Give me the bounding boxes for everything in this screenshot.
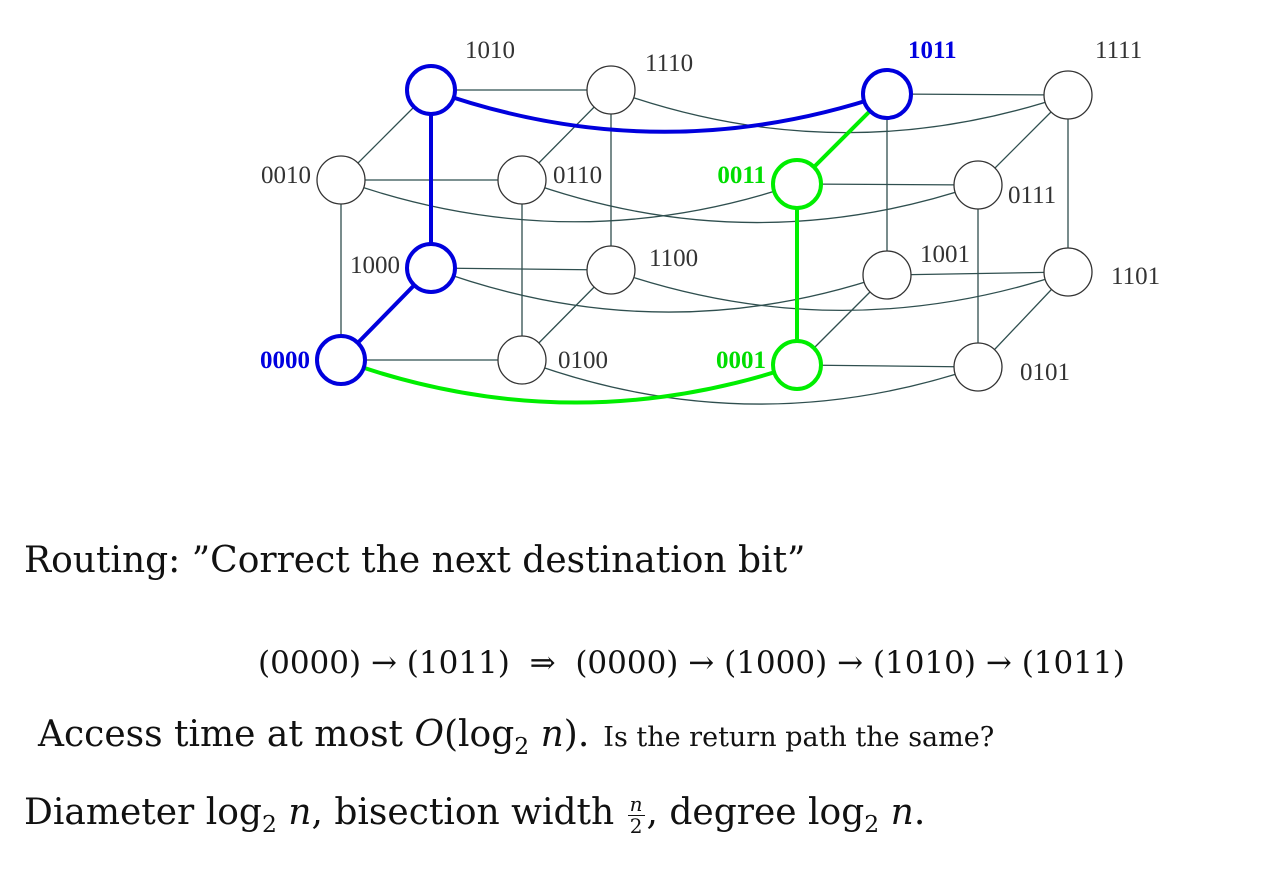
formula-arrow: →	[370, 645, 397, 681]
formula-step-2: (1000)	[724, 645, 828, 681]
routing-caption: Routing: ”Correct the next destination b…	[24, 540, 806, 581]
node-1111	[1043, 70, 1093, 120]
node-1000	[405, 242, 457, 294]
fraction-numerator: n	[627, 791, 645, 816]
edge-0001-0101	[796, 364, 979, 368]
formula-arrow: →	[837, 645, 864, 681]
node-1001	[862, 250, 912, 300]
formula-arrow: →	[985, 645, 1012, 681]
edge-1011-1111	[886, 93, 1069, 96]
node-0100	[497, 335, 547, 385]
return-path-question: Is the return path the same?	[603, 722, 995, 753]
node-0011	[771, 158, 823, 210]
node-0110	[497, 155, 547, 205]
node-label-1100: 1100	[649, 245, 698, 272]
node-label-0001: 0001	[716, 347, 766, 374]
edge-0010-0011	[340, 179, 798, 223]
edge-1110-1111	[610, 89, 1069, 134]
log-open: (log	[443, 714, 515, 755]
node-1100	[586, 245, 636, 295]
node-1110	[586, 65, 636, 115]
edge-1100-1101	[610, 269, 1069, 311]
node-label-1010: 1010	[465, 37, 515, 64]
formula-arrow: →	[688, 645, 715, 681]
hypercube-diagram: 1010 1110 1011 1111 0010 0110 0011 0111 1000 1100…	[260, 37, 1160, 405]
period: .	[913, 792, 926, 833]
node-label-1000: 1000	[350, 252, 400, 279]
node-label-0111: 0111	[1008, 182, 1056, 209]
access-time-line: Access time at most O(log2 n). Is the ret…	[38, 714, 994, 760]
node-1101	[1043, 247, 1093, 297]
node-label-0100: 0100	[558, 347, 608, 374]
log-base: 2	[864, 810, 880, 839]
log-base: 2	[261, 810, 277, 839]
node-label-0011: 0011	[717, 162, 766, 189]
node-0001	[771, 339, 823, 391]
edge-1000-1001	[430, 267, 888, 313]
highlighted-path-layer	[339, 88, 889, 405]
degree-text: , degree log	[646, 792, 865, 833]
edge-0011-0111	[796, 183, 979, 186]
node-0010	[316, 155, 366, 205]
formula-step-3: (1010)	[872, 645, 976, 681]
n-variable: n	[288, 792, 312, 833]
n-variable: n	[890, 792, 914, 833]
fraction-denominator: 2	[629, 813, 643, 838]
node-1011	[861, 68, 913, 120]
green-path-edge-0000-0001	[339, 358, 799, 405]
routing-example-formula: (0000) → (1011) ⇒ (0000) → (1000) → (101…	[258, 645, 1125, 681]
node-0101	[953, 342, 1003, 392]
log-base: 2	[514, 732, 530, 761]
blue-path-edge-1010-1011	[429, 88, 889, 134]
edge-layer	[340, 89, 1069, 405]
edge-1000-1100	[430, 267, 612, 271]
node-0111	[953, 160, 1003, 210]
node-0000	[315, 334, 367, 386]
node-label-1011: 1011	[908, 37, 957, 64]
formula-lhs-source: (0000)	[258, 645, 362, 681]
node-label-0110: 0110	[553, 162, 602, 189]
formula-implies: ⇒	[529, 645, 556, 681]
node-1010	[405, 64, 457, 116]
n-variable: n	[540, 714, 564, 755]
node-label-0000: 0000	[260, 347, 310, 374]
label-layer: 1010 1110 1011 1111 0010 0110 0011 0111 1000 1100…	[260, 37, 1160, 386]
formula-step-4: (1011)	[1021, 645, 1125, 681]
log-close: ).	[563, 714, 590, 755]
edge-0110-0111	[521, 179, 979, 224]
node-label-0010: 0010	[261, 162, 311, 189]
edge-0100-0101	[521, 359, 979, 405]
bisection-text: , bisection width	[311, 792, 626, 833]
formula-lhs-destination: (1011)	[406, 645, 510, 681]
access-text: Access time at most	[38, 714, 415, 755]
node-layer	[315, 64, 1093, 392]
diameter-text: Diameter log	[24, 792, 262, 833]
big-o-symbol: O	[414, 714, 444, 755]
formula-step-1: (0000)	[575, 645, 679, 681]
node-label-1111: 1111	[1095, 37, 1142, 64]
node-label-1101: 1101	[1111, 263, 1160, 290]
node-label-0101: 0101	[1020, 359, 1070, 386]
node-label-1110: 1110	[645, 50, 693, 77]
node-label-1001: 1001	[920, 241, 970, 268]
